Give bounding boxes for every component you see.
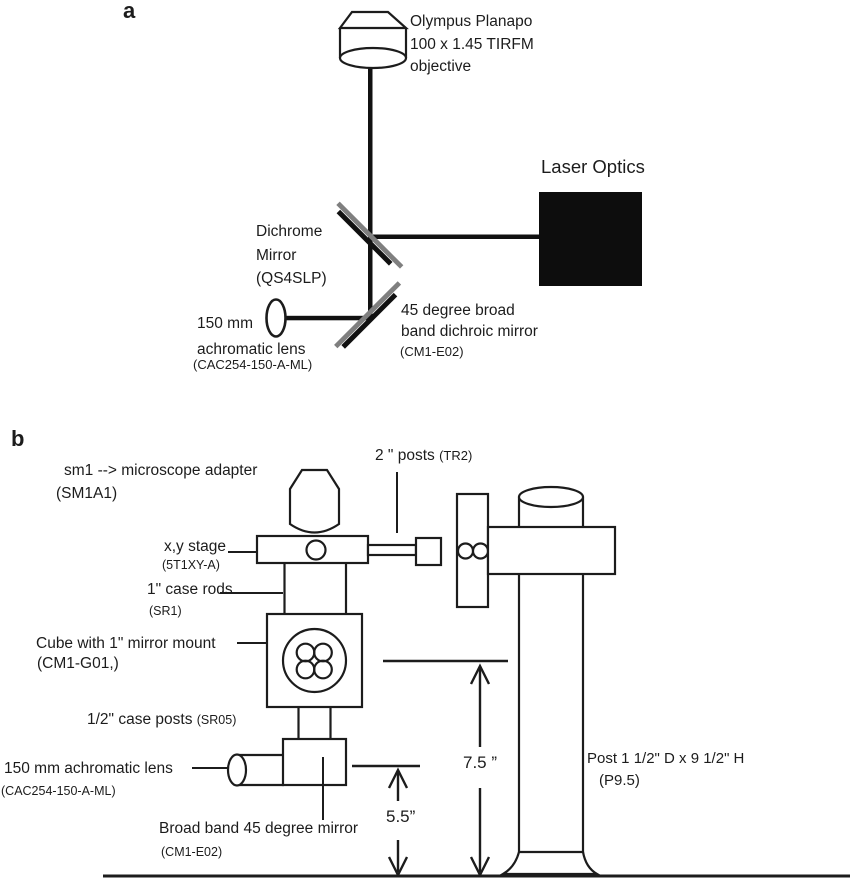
horizontal-rod bbox=[366, 543, 418, 557]
lens-a-label-line1: 150 mm bbox=[197, 315, 253, 332]
case-rods-part: (SR1) bbox=[149, 604, 182, 618]
dichrome-mirror-label: Dichrome Mirror (QS4SLP) bbox=[256, 223, 327, 287]
xy-stage-part: (5T1XY-A) bbox=[162, 558, 220, 572]
cube-part: (CM1-G01,) bbox=[37, 655, 119, 672]
xy-stage-knob bbox=[305, 539, 327, 561]
mirror-b-label: Broad band 45 degree mirror bbox=[159, 820, 359, 837]
objective-a-body bbox=[338, 28, 408, 58]
lens-tube-body bbox=[237, 753, 284, 787]
mirror-block bbox=[281, 737, 348, 787]
adapter-part: (SM1A1) bbox=[56, 485, 118, 502]
lens-tube-front bbox=[226, 753, 248, 787]
objective-a-label: Olympus Planapo 100 x 1.45 TIRFM objecti… bbox=[410, 13, 534, 75]
objective-a-top bbox=[337, 10, 409, 30]
mirror-glass bbox=[336, 201, 404, 269]
rod-block bbox=[414, 536, 443, 567]
clamp-screw-left bbox=[456, 542, 475, 560]
mirror-coating bbox=[336, 209, 393, 266]
laser-optics-label: Laser Optics bbox=[541, 156, 645, 177]
dim-75-label: 7.5 ” bbox=[461, 752, 500, 775]
dim-55-arrow-up bbox=[387, 767, 409, 789]
post-top bbox=[517, 485, 585, 509]
objective-b bbox=[288, 468, 341, 534]
beam-from-lens bbox=[284, 315, 371, 321]
lens-a-label-line2: achromatic lens bbox=[197, 341, 306, 358]
panel-b-label: b bbox=[11, 426, 25, 451]
lens-b-label: 150 mm achromatic lens bbox=[4, 760, 173, 777]
mirror-b-part: (CM1-E02) bbox=[161, 845, 223, 859]
mirror45-part: (CM1-E02) bbox=[400, 344, 464, 359]
post-part: (P9.5) bbox=[599, 772, 640, 789]
post-label: Post 1 1/2" D x 9 1/2" H bbox=[587, 750, 745, 767]
beam-from-laser bbox=[371, 234, 539, 239]
lens-a-part: (CAC254-150-A-ML) bbox=[193, 357, 313, 372]
objective-a bbox=[337, 10, 409, 70]
post-flared-base bbox=[498, 850, 602, 876]
half-inch-posts bbox=[297, 707, 332, 739]
beam-vertical bbox=[368, 64, 373, 320]
cube-ring bbox=[281, 627, 348, 694]
case-rods bbox=[283, 563, 348, 614]
lens-b-part: (CAC254-150-A-ML) bbox=[1, 784, 116, 798]
dim-75-arrow-up bbox=[469, 663, 491, 685]
objective-a-front bbox=[338, 46, 408, 70]
dichroic-mirror-lower bbox=[334, 281, 402, 349]
post-bracket bbox=[486, 525, 617, 576]
mirror45-label-line2: band dichroic mirror bbox=[401, 323, 538, 340]
posts2-part: (TR2) bbox=[439, 448, 473, 463]
adapter-label: sm1 --> microscope adapter bbox=[64, 462, 258, 479]
panel-a-label: a bbox=[123, 0, 136, 23]
case-rods-label: 1" case rods bbox=[147, 581, 233, 598]
mirror45-label-line1: 45 degree broad bbox=[401, 302, 515, 319]
xy-stage-label: x,y stage bbox=[164, 538, 227, 555]
clamp-screw-right bbox=[471, 542, 490, 560]
mirror-coating bbox=[341, 292, 398, 349]
mirror-glass bbox=[334, 281, 402, 349]
half-posts-label: 1/2" case posts (SR05) bbox=[87, 711, 237, 728]
achromatic-lens-a bbox=[265, 298, 287, 338]
dichroic-mirror-upper bbox=[336, 201, 404, 269]
cube-label: Cube with 1" mirror mount bbox=[36, 635, 216, 652]
laser-optics-box bbox=[539, 192, 642, 286]
half-posts-part: (SR05) bbox=[196, 713, 237, 727]
cube-screw-br bbox=[313, 659, 333, 680]
dim-55-label: 5.5” bbox=[384, 806, 418, 829]
posts2-label: 2 " posts (TR2) bbox=[375, 447, 473, 464]
